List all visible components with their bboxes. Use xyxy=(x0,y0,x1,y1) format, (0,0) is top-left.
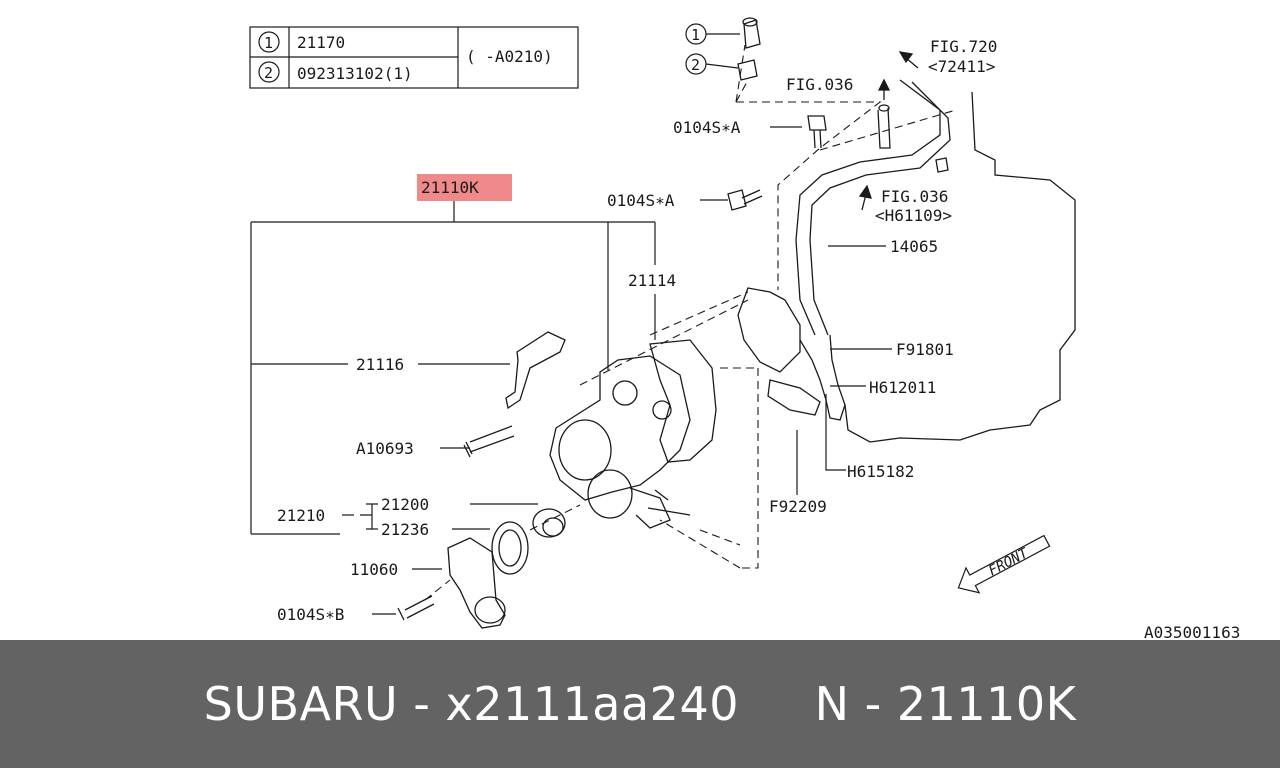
label-fig036-right[interactable]: FIG.036 xyxy=(881,187,948,206)
grommet xyxy=(935,157,949,173)
label-a10693[interactable]: A10693 xyxy=(356,439,414,458)
label-11060[interactable]: 11060 xyxy=(350,560,398,579)
label-h612011[interactable]: H612011 xyxy=(869,378,936,397)
bracket-21116 xyxy=(505,331,566,410)
bolt-0104s-a-mid xyxy=(727,189,763,211)
front-label: FRONT xyxy=(986,545,1032,580)
label-f91801[interactable]: F91801 xyxy=(896,340,954,359)
table-part-2: 092313102(1) xyxy=(297,64,413,83)
caption-text: SUBARU - x2111aa240 N - 21110K xyxy=(203,677,1077,731)
dashed-leaders xyxy=(424,44,957,601)
arrow-fig036-right xyxy=(858,184,872,211)
part-drawings xyxy=(397,17,1076,629)
label-21236[interactable]: 21236 xyxy=(381,520,429,539)
assembly-label[interactable]: 21110K xyxy=(421,178,479,197)
highlight-box xyxy=(417,174,512,201)
table-part-1: 21170 xyxy=(297,33,345,52)
parts-diagram: 1 2 21170 092313102(1) ( -A0210) 21110K xyxy=(249,17,1240,640)
gasket-21114 xyxy=(649,339,717,463)
thermostat xyxy=(532,508,566,538)
arrows xyxy=(858,51,919,211)
parts-table xyxy=(249,26,579,89)
table-marker-2: 2 xyxy=(264,64,273,82)
front-indicator: FRONT xyxy=(957,534,1051,594)
callout-2: 2 xyxy=(691,56,700,74)
document-id: A035001163 xyxy=(1144,623,1240,640)
caption-bar: SUBARU - x2111aa240 N - 21110K xyxy=(0,640,1280,768)
outlet-ring xyxy=(587,469,633,519)
bolt-0104s-a-top xyxy=(807,115,827,149)
thermostat-gasket xyxy=(491,521,529,575)
callout-1: 1 xyxy=(691,26,700,44)
table-range: ( -A0210) xyxy=(466,47,553,66)
label-h615182[interactable]: H615182 xyxy=(847,462,914,481)
label-21116[interactable]: 21116 xyxy=(356,355,404,374)
bolt-0104s-b xyxy=(397,595,435,621)
label-72411[interactable]: <72411> xyxy=(928,57,995,76)
engine-cover-plate xyxy=(737,287,801,373)
pipe-14065 xyxy=(795,79,951,336)
thermostat-cover xyxy=(447,537,506,629)
hose-h615182 xyxy=(767,379,821,416)
arrow-fig720 xyxy=(898,51,919,69)
label-fig036-top[interactable]: FIG.036 xyxy=(786,75,853,94)
assembly-bracket xyxy=(250,126,892,615)
label-21200[interactable]: 21200 xyxy=(381,495,429,514)
part-1-plug xyxy=(743,19,761,49)
label-0104s-a-top[interactable]: 0104S∗A xyxy=(673,118,741,137)
arrow-fig036-top xyxy=(877,78,891,100)
label-f92209[interactable]: F92209 xyxy=(769,497,827,516)
label-21210[interactable]: 21210 xyxy=(277,506,325,525)
label-h61109[interactable]: <H61109> xyxy=(875,206,952,225)
table-marker-1: 1 xyxy=(264,34,273,52)
label-0104s-a-mid[interactable]: 0104S∗A xyxy=(607,191,675,210)
fig036-pipe xyxy=(877,107,891,149)
bolt-a10693 xyxy=(463,425,515,458)
water-pump xyxy=(549,355,691,501)
label-14065[interactable]: 14065 xyxy=(890,237,938,256)
hose-h612011 xyxy=(799,334,846,421)
label-fig720[interactable]: FIG.720 xyxy=(930,37,997,56)
label-0104s-b[interactable]: 0104S∗B xyxy=(277,605,344,624)
transmission-outline xyxy=(844,91,1076,443)
label-21114[interactable]: 21114 xyxy=(628,271,676,290)
